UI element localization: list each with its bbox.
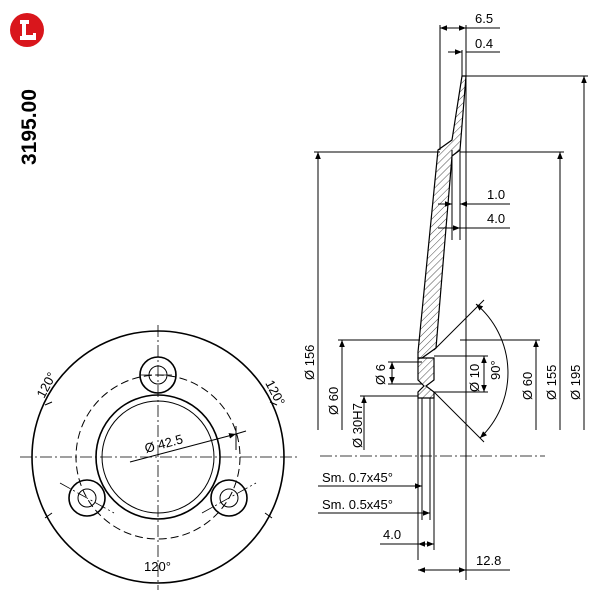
overall-width-label: 12.8 [476,553,501,568]
blade-profile [417,75,467,359]
bolt-circle [75,374,241,540]
part-number: 3195.00 [18,89,41,165]
angle-bottom-label: 120° [144,559,171,574]
faucet-logo-icon [10,13,44,47]
step-4-0-label: 4.0 [487,211,505,226]
dia-60-left-label: Ø 60 [326,387,341,415]
dia-10-label: Ø 10 [467,364,482,392]
dia-155-label: Ø 155 [544,365,559,400]
bore-diameter-label: Ø 42.5 [143,431,185,456]
hub-width-label: 4.0 [383,527,401,542]
bore-circle [95,394,221,520]
chamfer-0-7-label: Sm. 0.7x45° [322,470,393,485]
chamfer-0-5-label: Sm. 0.5x45° [322,497,393,512]
dia-30h7-label: Ø 30H7 [350,403,365,448]
section-view: 6.5 0.4 1.0 4.0 Ø 156 Ø 60 Ø 6 Ø 30H7 [302,11,588,580]
flange-outer-circle [31,330,285,584]
dia-195-label: Ø 195 [568,365,583,400]
brand-logo [10,13,44,47]
step-1-0-label: 1.0 [487,187,505,202]
faucet-glyph [20,20,36,40]
width-0-4-label: 0.4 [475,36,493,51]
dia-60-right-label: Ø 60 [520,372,535,400]
dia-156-label: Ø 156 [302,345,317,380]
width-6-5-label: 6.5 [475,11,493,26]
front-view: Ø 42.5 120° 120° 120° [20,325,300,590]
bolt-hole-left [68,479,106,517]
hub-profile [417,357,435,399]
dia-6-label: Ø 6 [373,364,388,385]
bolt-hole-right [210,479,248,517]
angle-90-label: 90° [488,360,503,380]
